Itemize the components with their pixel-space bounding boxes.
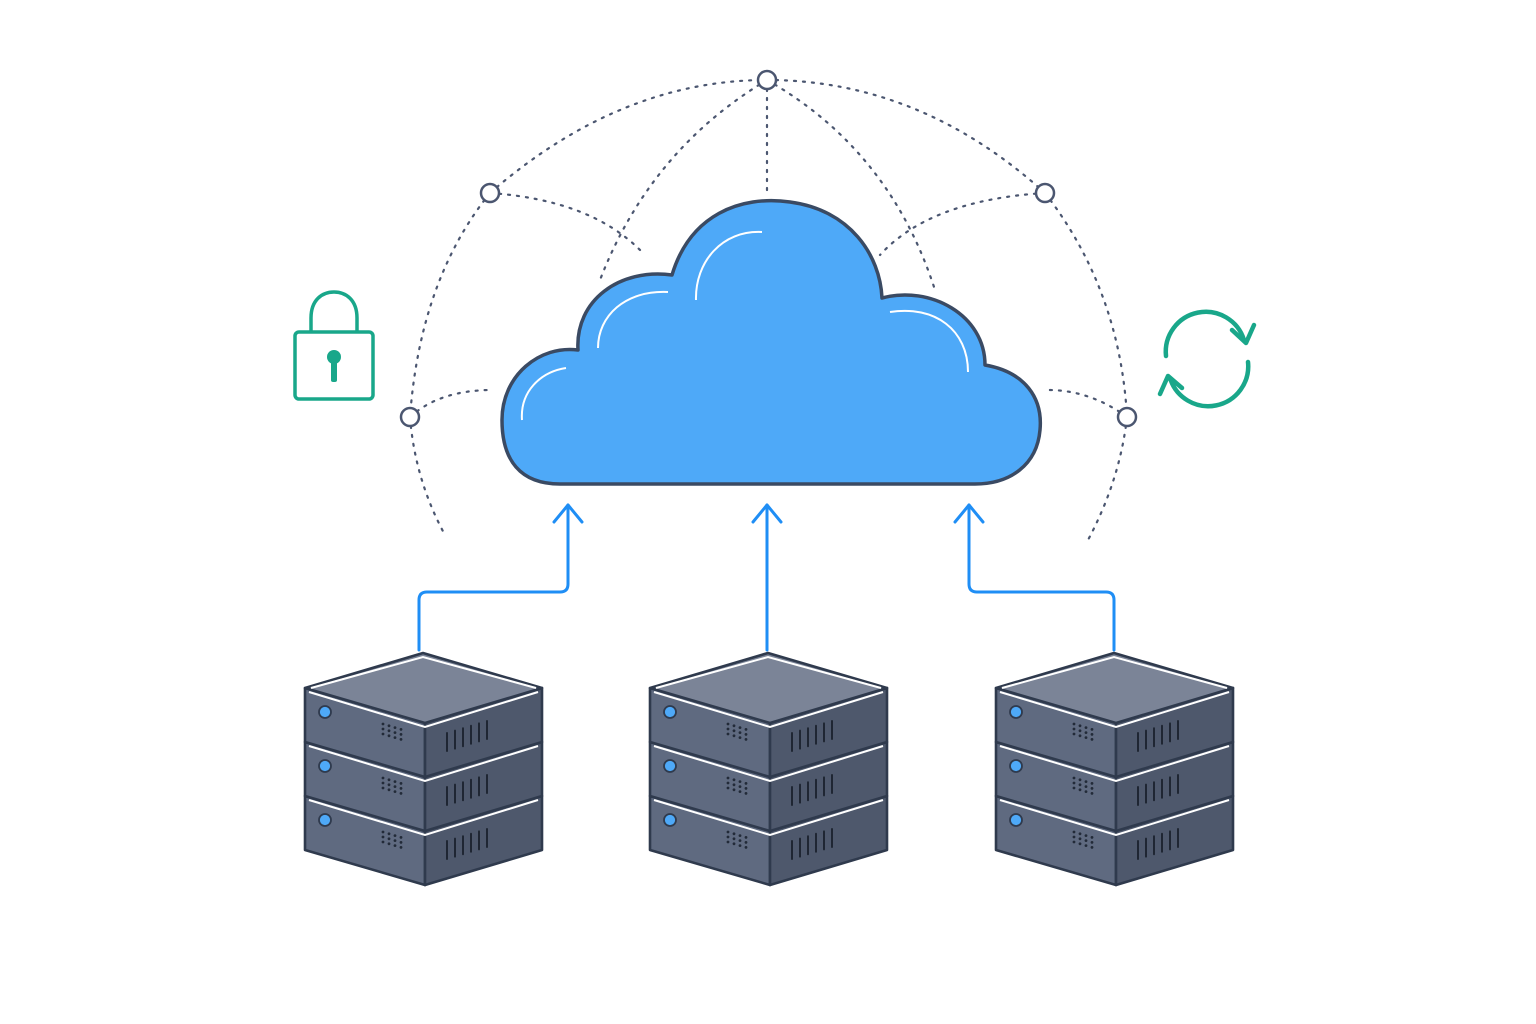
mesh-link-top-right	[765, 78, 1047, 195]
cloud-icon	[500, 198, 1043, 486]
cloud-highlight-mid	[597, 290, 669, 349]
arrow-right-to-cloud	[953, 503, 1116, 652]
padlock-icon	[293, 290, 375, 401]
status-led-icon	[318, 705, 332, 719]
server-unit	[648, 686, 889, 779]
mesh-link-left-tail	[408, 415, 447, 537]
server-top	[303, 651, 544, 725]
status-led-icon	[1009, 759, 1023, 773]
server-top	[994, 651, 1235, 725]
cloud-highlight-top	[694, 230, 763, 301]
mesh-link-right-tail	[1086, 415, 1129, 542]
server-stack-center	[648, 651, 889, 887]
network-mesh	[399, 69, 1138, 542]
mesh-node-lower-right	[1116, 406, 1138, 428]
mesh-node-top	[756, 69, 778, 91]
upload-arrows	[417, 503, 1116, 652]
cloud-highlight-left	[520, 367, 567, 421]
mesh-link-left-lower-to-cloud	[408, 388, 494, 419]
status-led-icon	[663, 813, 677, 827]
mesh-node-upper-left	[479, 182, 501, 204]
mesh-link-right-arc	[1043, 191, 1129, 419]
arrow-left-to-cloud	[417, 503, 584, 652]
mesh-link-left-arc	[408, 191, 492, 419]
mesh-node-upper-right	[1034, 182, 1056, 204]
status-led-icon	[1009, 705, 1023, 719]
server-stack-right	[994, 651, 1235, 887]
server-unit	[303, 686, 544, 779]
mesh-link-left-node-to-cloud	[488, 191, 642, 252]
mesh-link-top-left	[488, 78, 769, 195]
server-unit	[648, 740, 889, 833]
arrow-center-to-cloud	[751, 503, 783, 652]
status-led-icon	[663, 759, 677, 773]
status-led-icon	[318, 759, 332, 773]
cloud-highlight-right	[889, 309, 969, 373]
mesh-link-right-lower-to-cloud	[1046, 388, 1129, 419]
mesh-link-right-node-to-cloud	[878, 191, 1047, 257]
mesh-link-top-inner-right	[765, 78, 937, 292]
status-led-icon	[1009, 813, 1023, 827]
server-stacks	[303, 651, 1235, 887]
status-led-icon	[663, 705, 677, 719]
mesh-node-lower-left	[399, 406, 421, 428]
server-unit	[994, 794, 1235, 887]
server-top	[648, 651, 889, 725]
sync-arrows-icon	[1157, 309, 1257, 409]
server-stack-left	[303, 651, 544, 887]
status-led-icon	[318, 813, 332, 827]
